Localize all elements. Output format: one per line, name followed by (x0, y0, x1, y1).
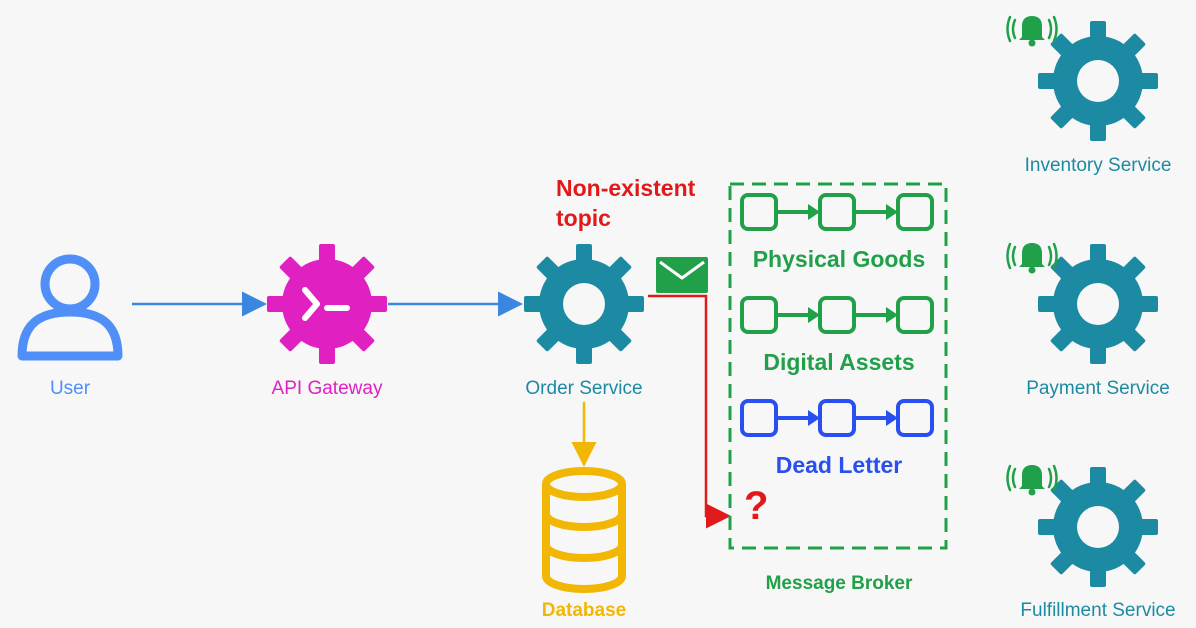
queue-physical-goods-label: Physical Goods (752, 246, 926, 272)
envelope-icon (656, 257, 708, 293)
user-icon (17, 254, 123, 361)
warning-line-2: topic (556, 205, 611, 231)
unknown-topic-marker: ? (744, 484, 769, 528)
edge-order-unknown-topic (648, 294, 731, 529)
payment-gear-icon (1038, 244, 1158, 364)
queue-digital-assets-label: Digital Assets (763, 349, 915, 375)
bell-ringing-icon (1006, 15, 1058, 47)
queue-physical-goods-icon (740, 193, 934, 231)
database-label: Database (541, 600, 627, 621)
bell-ringing-icon (1006, 242, 1058, 274)
database-icon (542, 467, 626, 593)
gear-icon (524, 244, 644, 364)
message-broker-label: Message Broker (765, 573, 913, 594)
inventory-gear-icon (1038, 21, 1158, 141)
terminal-gear-icon (267, 244, 387, 364)
queue-digital-assets-icon (740, 296, 934, 334)
order-service-label: Order Service (525, 378, 643, 399)
non-existent-topic-warning: Non-existent topic (556, 173, 695, 233)
payment-service-label: Payment Service (1026, 378, 1170, 399)
queue-dead-letter-label: Dead Letter (775, 452, 903, 478)
fulfillment-gear-icon (1038, 467, 1158, 587)
message-broker-boundary (728, 182, 948, 550)
user-label: User (49, 378, 91, 399)
inventory-service-label: Inventory Service (1024, 155, 1172, 176)
queue-dead-letter-icon (740, 399, 934, 437)
fulfillment-service-label: Fulfillment Service (1020, 600, 1176, 621)
bell-ringing-icon (1006, 464, 1058, 496)
warning-line-1: Non-existent (556, 175, 696, 201)
api-gateway-label: API Gateway (271, 378, 383, 399)
